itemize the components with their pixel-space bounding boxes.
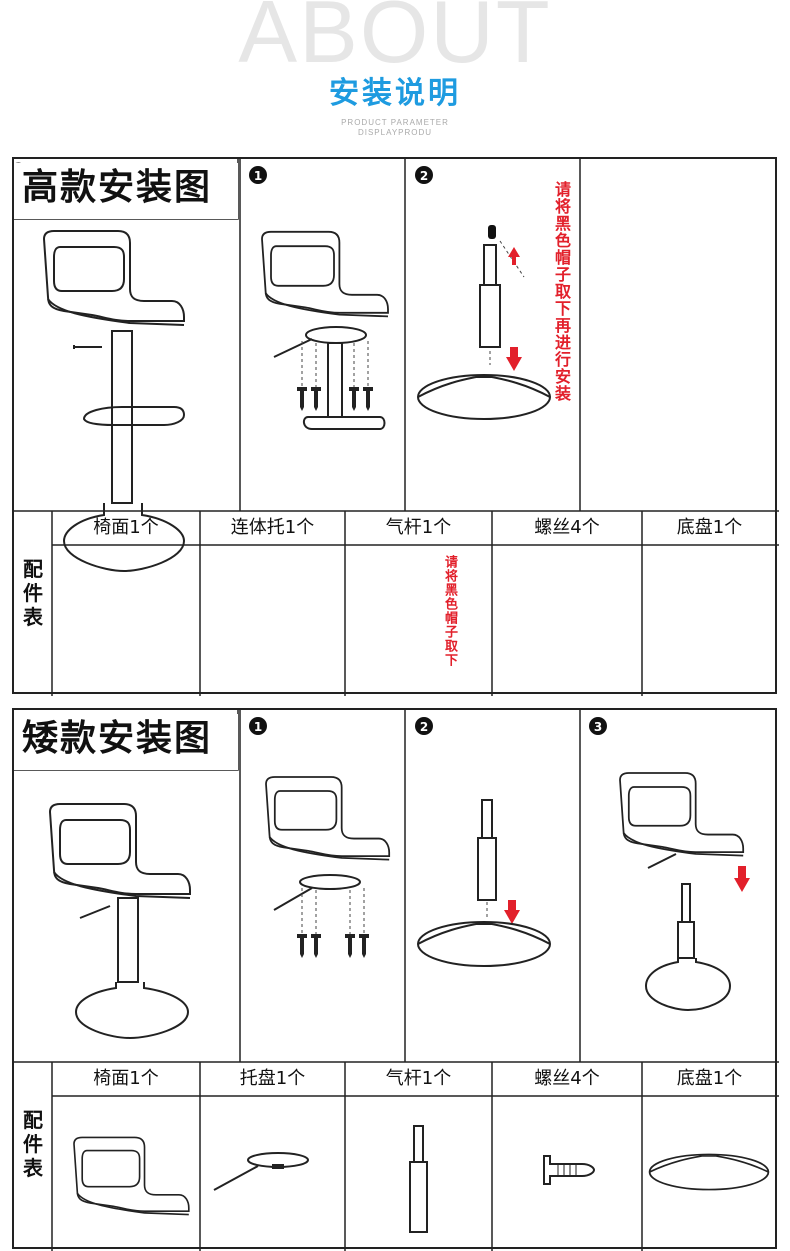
- short-parts-drawings: [73, 1125, 770, 1233]
- short-part-gas-lift-label: 气杆1个: [385, 1068, 452, 1089]
- svg-text:1: 1: [254, 169, 262, 183]
- svg-text:2: 2: [420, 169, 428, 183]
- short-parts-label: 配件表: [23, 1108, 43, 1180]
- tall-step2-drawing: [417, 225, 551, 420]
- short-step2-drawing: [417, 799, 551, 967]
- short-section-drawing: 1 2 3: [14, 710, 779, 1251]
- page-title: 安装说明: [329, 76, 461, 111]
- svg-text:3: 3: [594, 720, 602, 734]
- short-section-title: 矮款安装图: [14, 714, 238, 770]
- short-part-seat-label: 椅面1个: [93, 1068, 159, 1089]
- short-part-screws-label: 螺丝4个: [534, 1068, 600, 1089]
- short-part-tray-label: 托盘1个: [239, 1068, 306, 1089]
- about-heading: ABOUT: [238, 0, 552, 81]
- tall-part-seat-label: 椅面1个: [93, 517, 159, 538]
- tall-chair-overview: [43, 230, 186, 573]
- tall-section-drawing: 1 2: [14, 159, 779, 696]
- short-install-section: 1 2 3: [12, 708, 779, 1251]
- svg-text:1: 1: [254, 720, 262, 734]
- tall-part-base-frame-label: 连体托1个: [230, 517, 315, 538]
- tall-install-section: 1 2: [12, 157, 779, 696]
- tall-step2-note: 请将黑色帽子取下再进行安装: [552, 181, 571, 402]
- short-part-chassis-label: 底盘1个: [676, 1068, 743, 1089]
- tall-part-screws-label: 螺丝4个: [534, 517, 600, 538]
- svg-text:2: 2: [420, 720, 428, 734]
- tall-part-gas-lift-label: 气杆1个: [385, 517, 452, 538]
- tall-step1-drawing: [261, 230, 389, 430]
- tall-part-chassis-label: 底盘1个: [676, 517, 743, 538]
- short-step1-drawing: [265, 776, 391, 958]
- tall-section-title: 高款安装图: [14, 163, 238, 219]
- subtitle-line-2: DISPLAYPRODU: [357, 128, 433, 137]
- tall-gas-lift-note: 请将黑色帽子取下: [442, 555, 457, 667]
- short-step3-drawing: [619, 772, 750, 1012]
- subtitle-line-1: PRODUCT PARAMETER: [341, 118, 449, 127]
- short-chair-overview: [49, 803, 191, 1040]
- tall-parts-label: 配件表: [23, 557, 43, 629]
